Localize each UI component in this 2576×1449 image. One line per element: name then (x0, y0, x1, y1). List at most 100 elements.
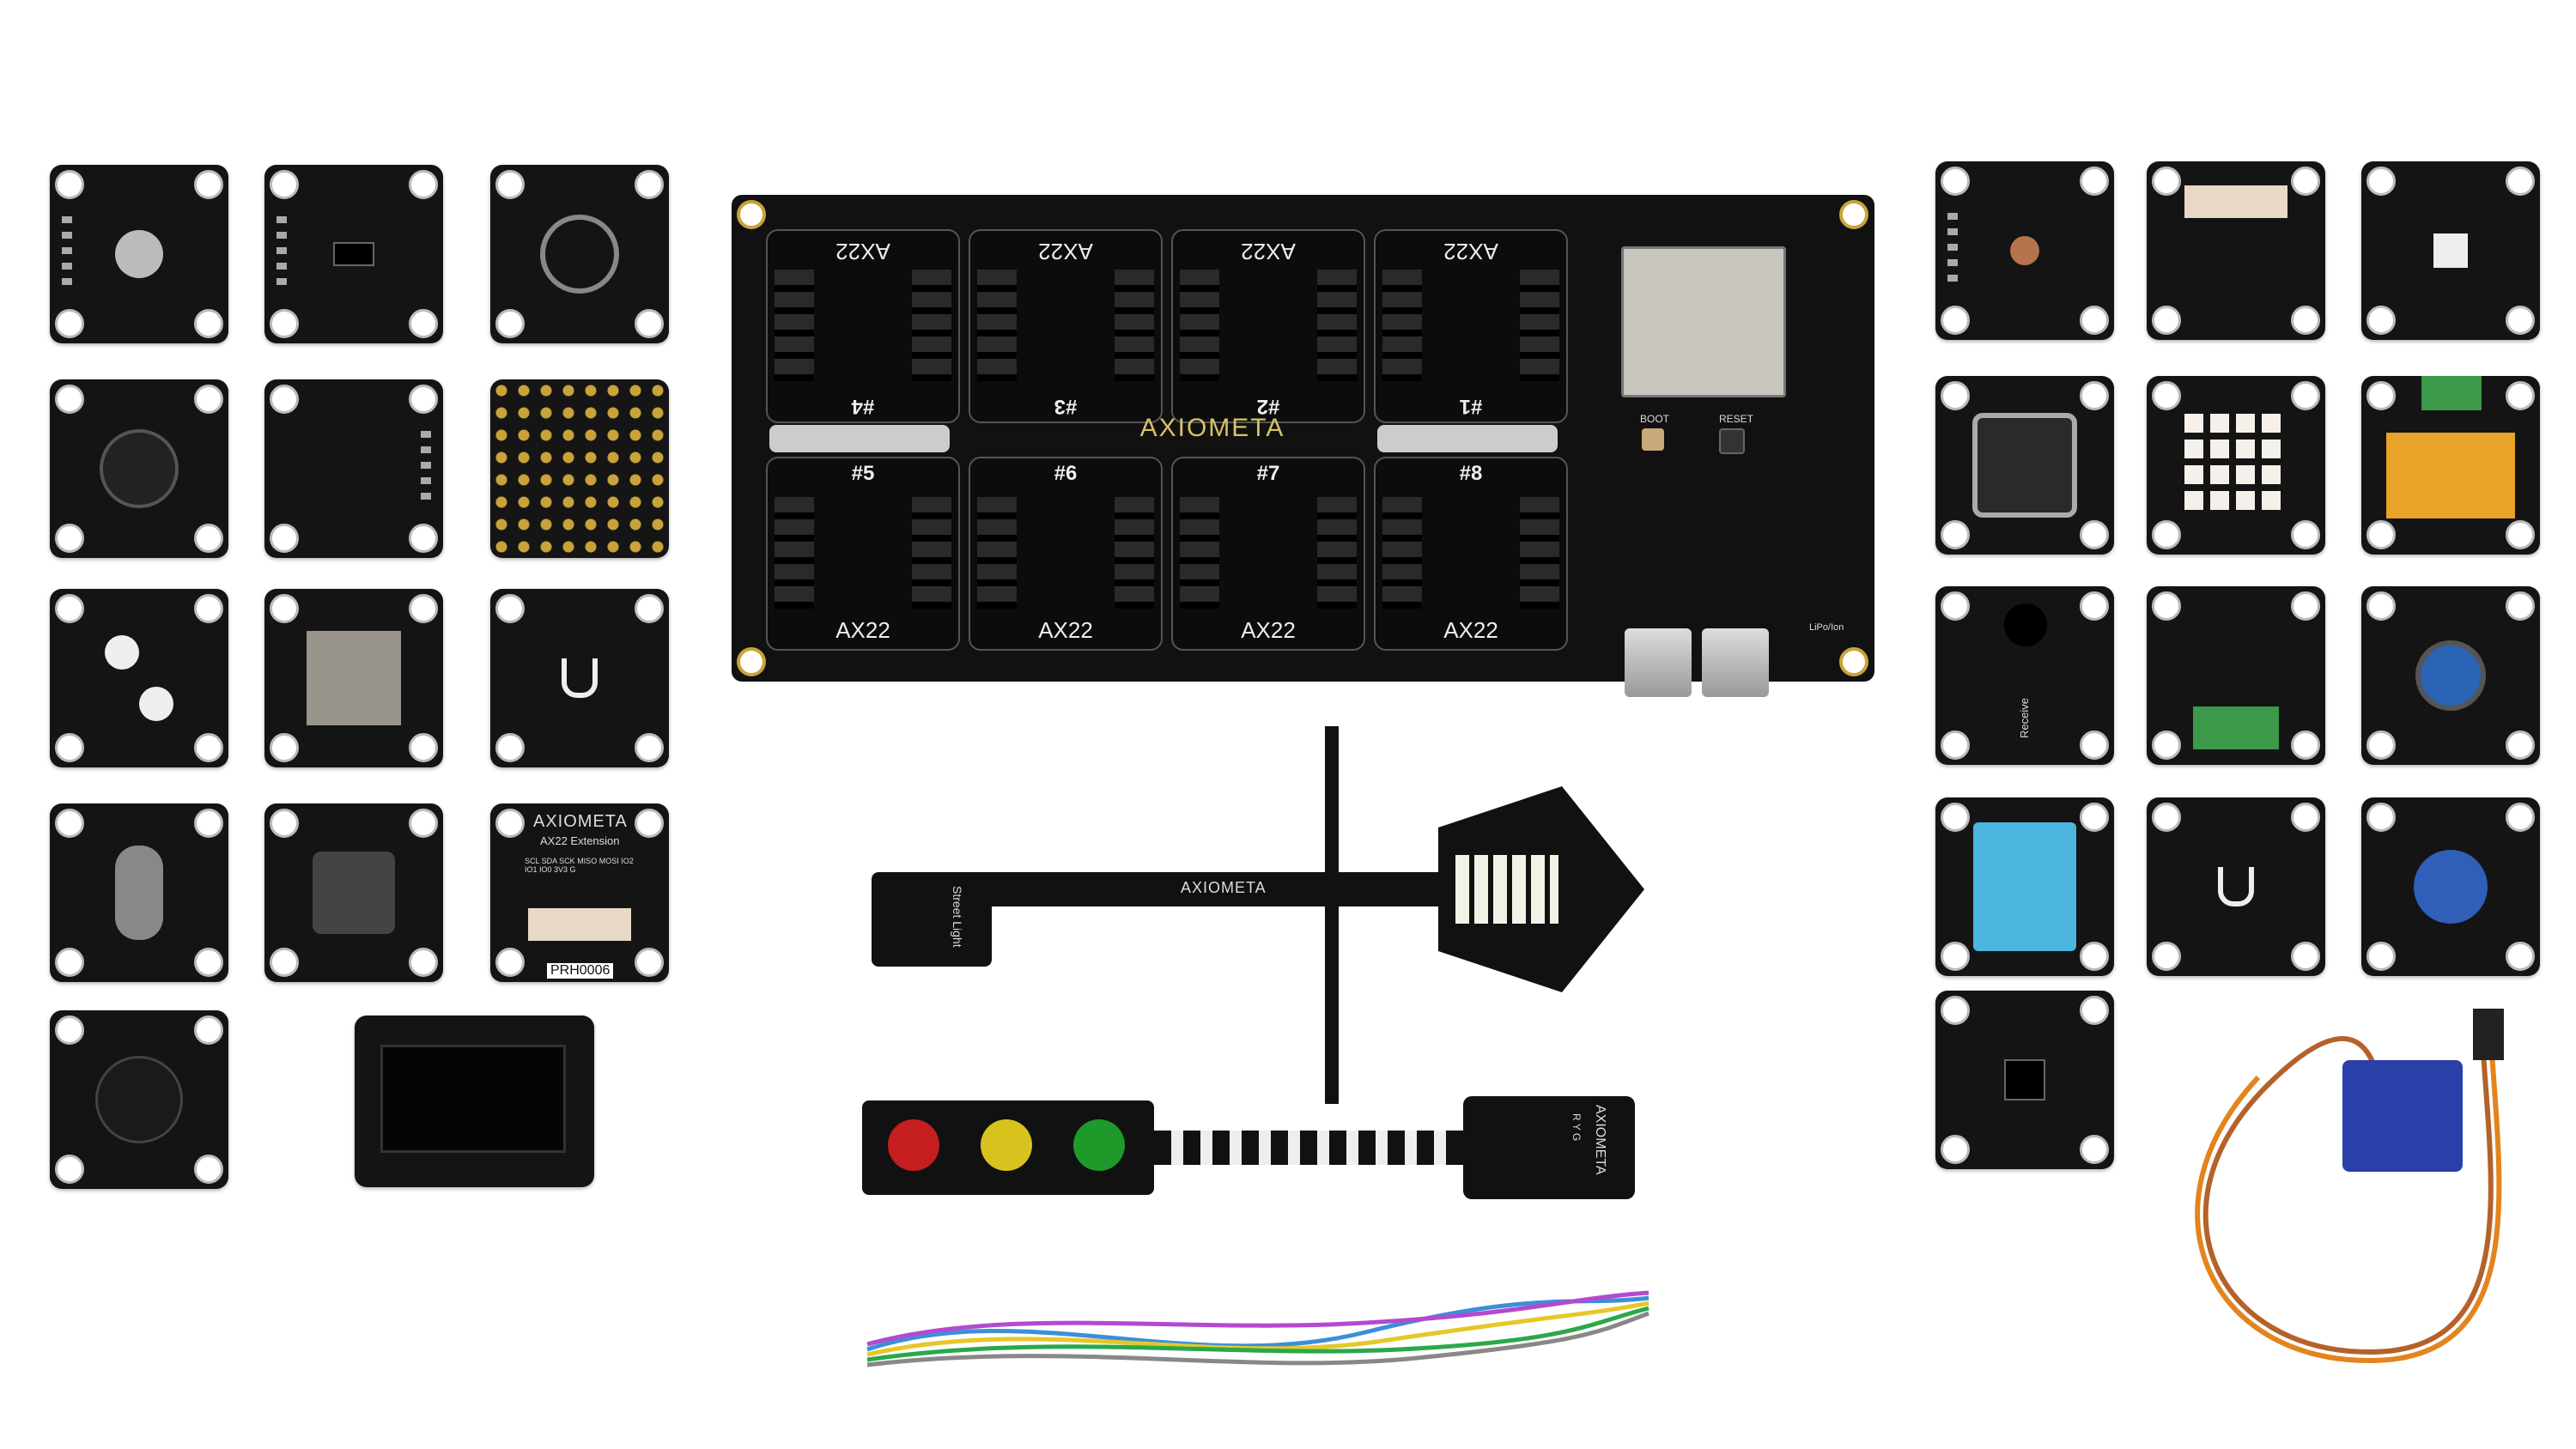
reset-button[interactable] (1719, 428, 1745, 454)
street-light-module: Street Light AXIOMETA (872, 726, 1660, 1104)
mounting-hole (495, 733, 525, 762)
mounting-hole (2291, 591, 2320, 621)
keycap-icon[interactable] (1972, 413, 2077, 518)
buzzer-icon (95, 1056, 183, 1143)
u-sensor-icon (562, 658, 598, 698)
joystick-buttons-module (490, 165, 669, 343)
mounting-hole (270, 594, 299, 623)
terminal-icon (2421, 376, 2482, 410)
mounting-hole (2291, 731, 2320, 760)
chip-icon (2004, 1059, 2045, 1100)
display-screen (380, 1045, 566, 1153)
mounting-hole (635, 594, 664, 623)
mounting-hole (635, 170, 664, 199)
light-sensor-module (1935, 161, 2114, 340)
hall-sensor-module (2147, 797, 2325, 976)
vibration-motor-module (50, 379, 228, 558)
mounting-hole (2080, 167, 2109, 196)
cutout (1377, 425, 1558, 452)
traffic-light-body (862, 1100, 1154, 1195)
pole (1325, 726, 1339, 1104)
potentiometer-icon[interactable] (2414, 850, 2488, 924)
usb-c-port (1702, 628, 1769, 697)
mounting-hole (2152, 803, 2181, 832)
mounting-hole (2080, 731, 2109, 760)
street-light-base (872, 872, 992, 967)
mounting-hole (270, 809, 299, 838)
motor-driver-module (2147, 586, 2325, 765)
mounting-hole (635, 733, 664, 762)
button-icon (139, 687, 173, 721)
esp32-module (1621, 246, 1786, 397)
pin-header (1115, 497, 1154, 609)
mounting-hole (194, 1016, 223, 1045)
mounting-hole (1941, 167, 1970, 196)
mounting-hole (55, 594, 84, 623)
relay-icon (2386, 433, 2515, 518)
board-brand: AXIOMETA (1139, 414, 1285, 442)
mounting-hole (1941, 520, 1970, 549)
led-icon (1455, 855, 1558, 924)
dht-sensor-icon (1973, 822, 2076, 951)
mounting-hole (495, 594, 525, 623)
mounting-hole (495, 948, 525, 977)
arm (923, 872, 1455, 906)
connector-icon (2184, 185, 2287, 218)
mounting-hole (55, 809, 84, 838)
mounting-hole (55, 385, 84, 414)
lamp-head (1438, 786, 1644, 992)
mounting-hole (2080, 996, 2109, 1025)
mounting-hole (2366, 381, 2396, 410)
led-grid-icon (2184, 414, 2287, 517)
mounting-hole (2152, 306, 2181, 335)
receive-label: Receive (2018, 698, 2031, 738)
red-light-icon (888, 1119, 939, 1171)
toggle-icon (115, 846, 163, 940)
mounting-hole (2366, 591, 2396, 621)
mounting-hole (2080, 520, 2109, 549)
mounting-hole (270, 170, 299, 199)
traffic-light-pins: R Y G (1571, 1113, 1583, 1142)
mounting-hole (1941, 381, 1970, 410)
cutout (769, 425, 950, 452)
pin-header (1947, 213, 1958, 290)
mounting-hole (635, 809, 664, 838)
button-module (50, 589, 228, 767)
slot-2: AX22#2 (1171, 229, 1365, 423)
pin-header (1520, 270, 1559, 381)
slot-text: #5 (851, 462, 875, 485)
slot-text: AX22 (1038, 617, 1093, 643)
pin-header (1180, 497, 1219, 609)
pin-header (1382, 497, 1422, 609)
extension-subtitle: AX22 Extension (540, 834, 620, 847)
slot-text: AX22 (1241, 239, 1296, 264)
boot-button[interactable] (1642, 428, 1664, 451)
push-button-module (2361, 586, 2540, 765)
mounting-hole (2291, 803, 2320, 832)
mounting-hole (409, 309, 438, 338)
key-button-module (1935, 376, 2114, 555)
mounting-hole (737, 200, 766, 229)
mounting-hole (194, 170, 223, 199)
button-icon[interactable] (2415, 640, 2486, 711)
pin-header (977, 270, 1017, 381)
mounting-hole (2080, 306, 2109, 335)
mounting-hole (194, 809, 223, 838)
extension-brand: AXIOMETA (533, 812, 628, 831)
sound-sensor-module (50, 165, 228, 343)
mounting-hole (194, 948, 223, 977)
mounting-hole (194, 733, 223, 762)
pin-header (1115, 270, 1154, 381)
mounting-hole (2506, 520, 2535, 549)
potentiometer-module (2361, 797, 2540, 976)
mounting-hole (409, 524, 438, 553)
pin-header (912, 497, 951, 609)
mounting-hole (194, 309, 223, 338)
mounting-hole (2152, 591, 2181, 621)
mounting-hole (2152, 167, 2181, 196)
connector-module (2147, 161, 2325, 340)
terminal-icon (2193, 706, 2279, 749)
mounting-hole (495, 309, 525, 338)
sd-card-module (264, 589, 443, 767)
